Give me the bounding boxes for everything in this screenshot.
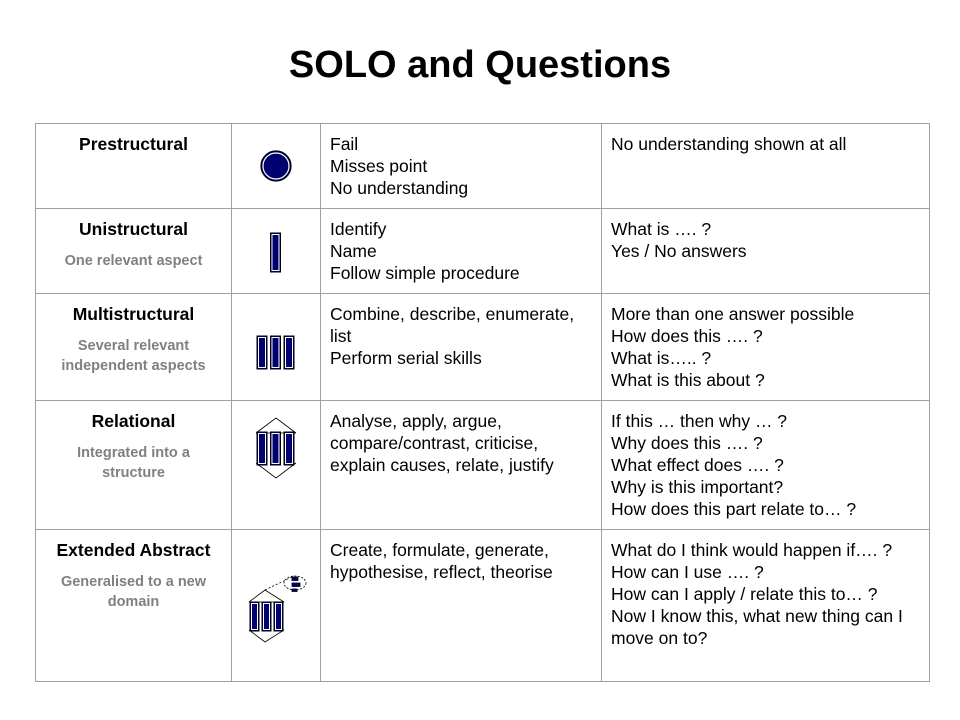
verbs-cell: Combine, describe, enumerate, list Perfo… [320,293,602,401]
questions-cell: More than one answer possible How does t… [601,293,930,401]
level-name: Prestructural [79,134,188,154]
question-line: How does this …. ? [611,326,763,346]
level-cell: Extended Abstract Generalised to a new d… [35,529,232,682]
icon-cell [231,293,321,401]
level-description: Generalised to a new domain [60,574,207,610]
verbs-cell: Analyse, apply, argue, compare/contrast,… [320,400,602,530]
question-line: Yes / No answers [611,241,747,261]
question-line: What do I think would happen if…. ? [611,540,893,560]
questions-cell: What is …. ? Yes / No answers [601,208,930,294]
page-title: SOLO and Questions [288,44,672,86]
solo-extended-abstract-icon [248,575,307,643]
question-line: How can I use …. ? [611,562,764,582]
questions-cell: No understanding shown at all [601,123,930,209]
level-description: Several relevant independent aspects [61,338,206,374]
question-line: Why does this …. ? [611,433,763,453]
verb-line: Identify [330,219,387,239]
level-cell: Multistructural Several relevant indepen… [35,293,232,401]
questions-cell: If this … then why … ? Why does this …. … [601,400,930,530]
verb-line: Combine, describe, enumerate, list [330,304,575,346]
verb-line: Name [330,241,377,261]
level-name: Extended Abstract [56,540,211,560]
solo-multistructural-icon [256,335,295,370]
question-line: What is….. ? [611,348,712,368]
table-row: Multistructural Several relevant indepen… [35,293,930,401]
level-cell: Prestructural [35,123,232,209]
table-row: Unistructural One relevant aspect Identi… [35,208,930,294]
table-row: Relational Integrated into a structure [35,400,930,530]
solo-table: Prestructural Fail Misses point No under… [35,123,930,682]
question-line: Now I know this, what new thing can I mo… [611,606,903,648]
verb-line: Follow simple procedure [330,263,520,283]
level-description: Integrated into a structure [77,445,190,481]
verbs-cell: Fail Misses point No understanding [320,123,602,209]
verbs-cell: Identify Name Follow simple procedure [320,208,602,294]
questions-cell: What do I think would happen if…. ? How … [601,529,930,682]
level-name: Unistructural [79,219,188,239]
question-line: What is this about ? [611,370,765,390]
icon-cell [231,123,321,209]
icon-cell [231,400,321,530]
table-row: Extended Abstract Generalised to a new d… [35,529,930,682]
verb-line: No understanding [330,178,469,198]
verb-line: Perform serial skills [330,348,482,368]
solo-unistructural-icon [270,232,281,273]
level-cell: Unistructural One relevant aspect [35,208,232,294]
verbs-cell: Create, formulate, generate, hypothesise… [320,529,602,682]
solo-prestructural-icon [260,150,292,182]
level-name: Relational [91,411,176,431]
level-name: Multistructural [72,304,195,324]
question-line: No understanding shown at all [611,134,847,154]
level-description: One relevant aspect [64,253,203,269]
verb-line: Misses point [330,156,428,176]
question-line: More than one answer possible [611,304,855,324]
question-line: Why is this important? [611,477,784,497]
question-line: If this … then why … ? [611,411,788,431]
question-line: How can I apply / relate this to… ? [611,584,878,604]
icon-cell [231,529,321,682]
question-line: What is …. ? [611,219,712,239]
level-cell: Relational Integrated into a structure [35,400,232,530]
question-line: How does this part relate to… ? [611,499,857,519]
verb-line: Create, formulate, generate, hypothesise… [330,540,553,582]
table-row: Prestructural Fail Misses point No under… [35,123,930,209]
verb-line: Analyse, apply, argue, compare/contrast,… [330,411,554,475]
solo-relational-icon [255,417,297,479]
question-line: What effect does …. ? [611,455,784,475]
icon-cell [231,208,321,294]
verb-line: Fail [330,134,359,154]
